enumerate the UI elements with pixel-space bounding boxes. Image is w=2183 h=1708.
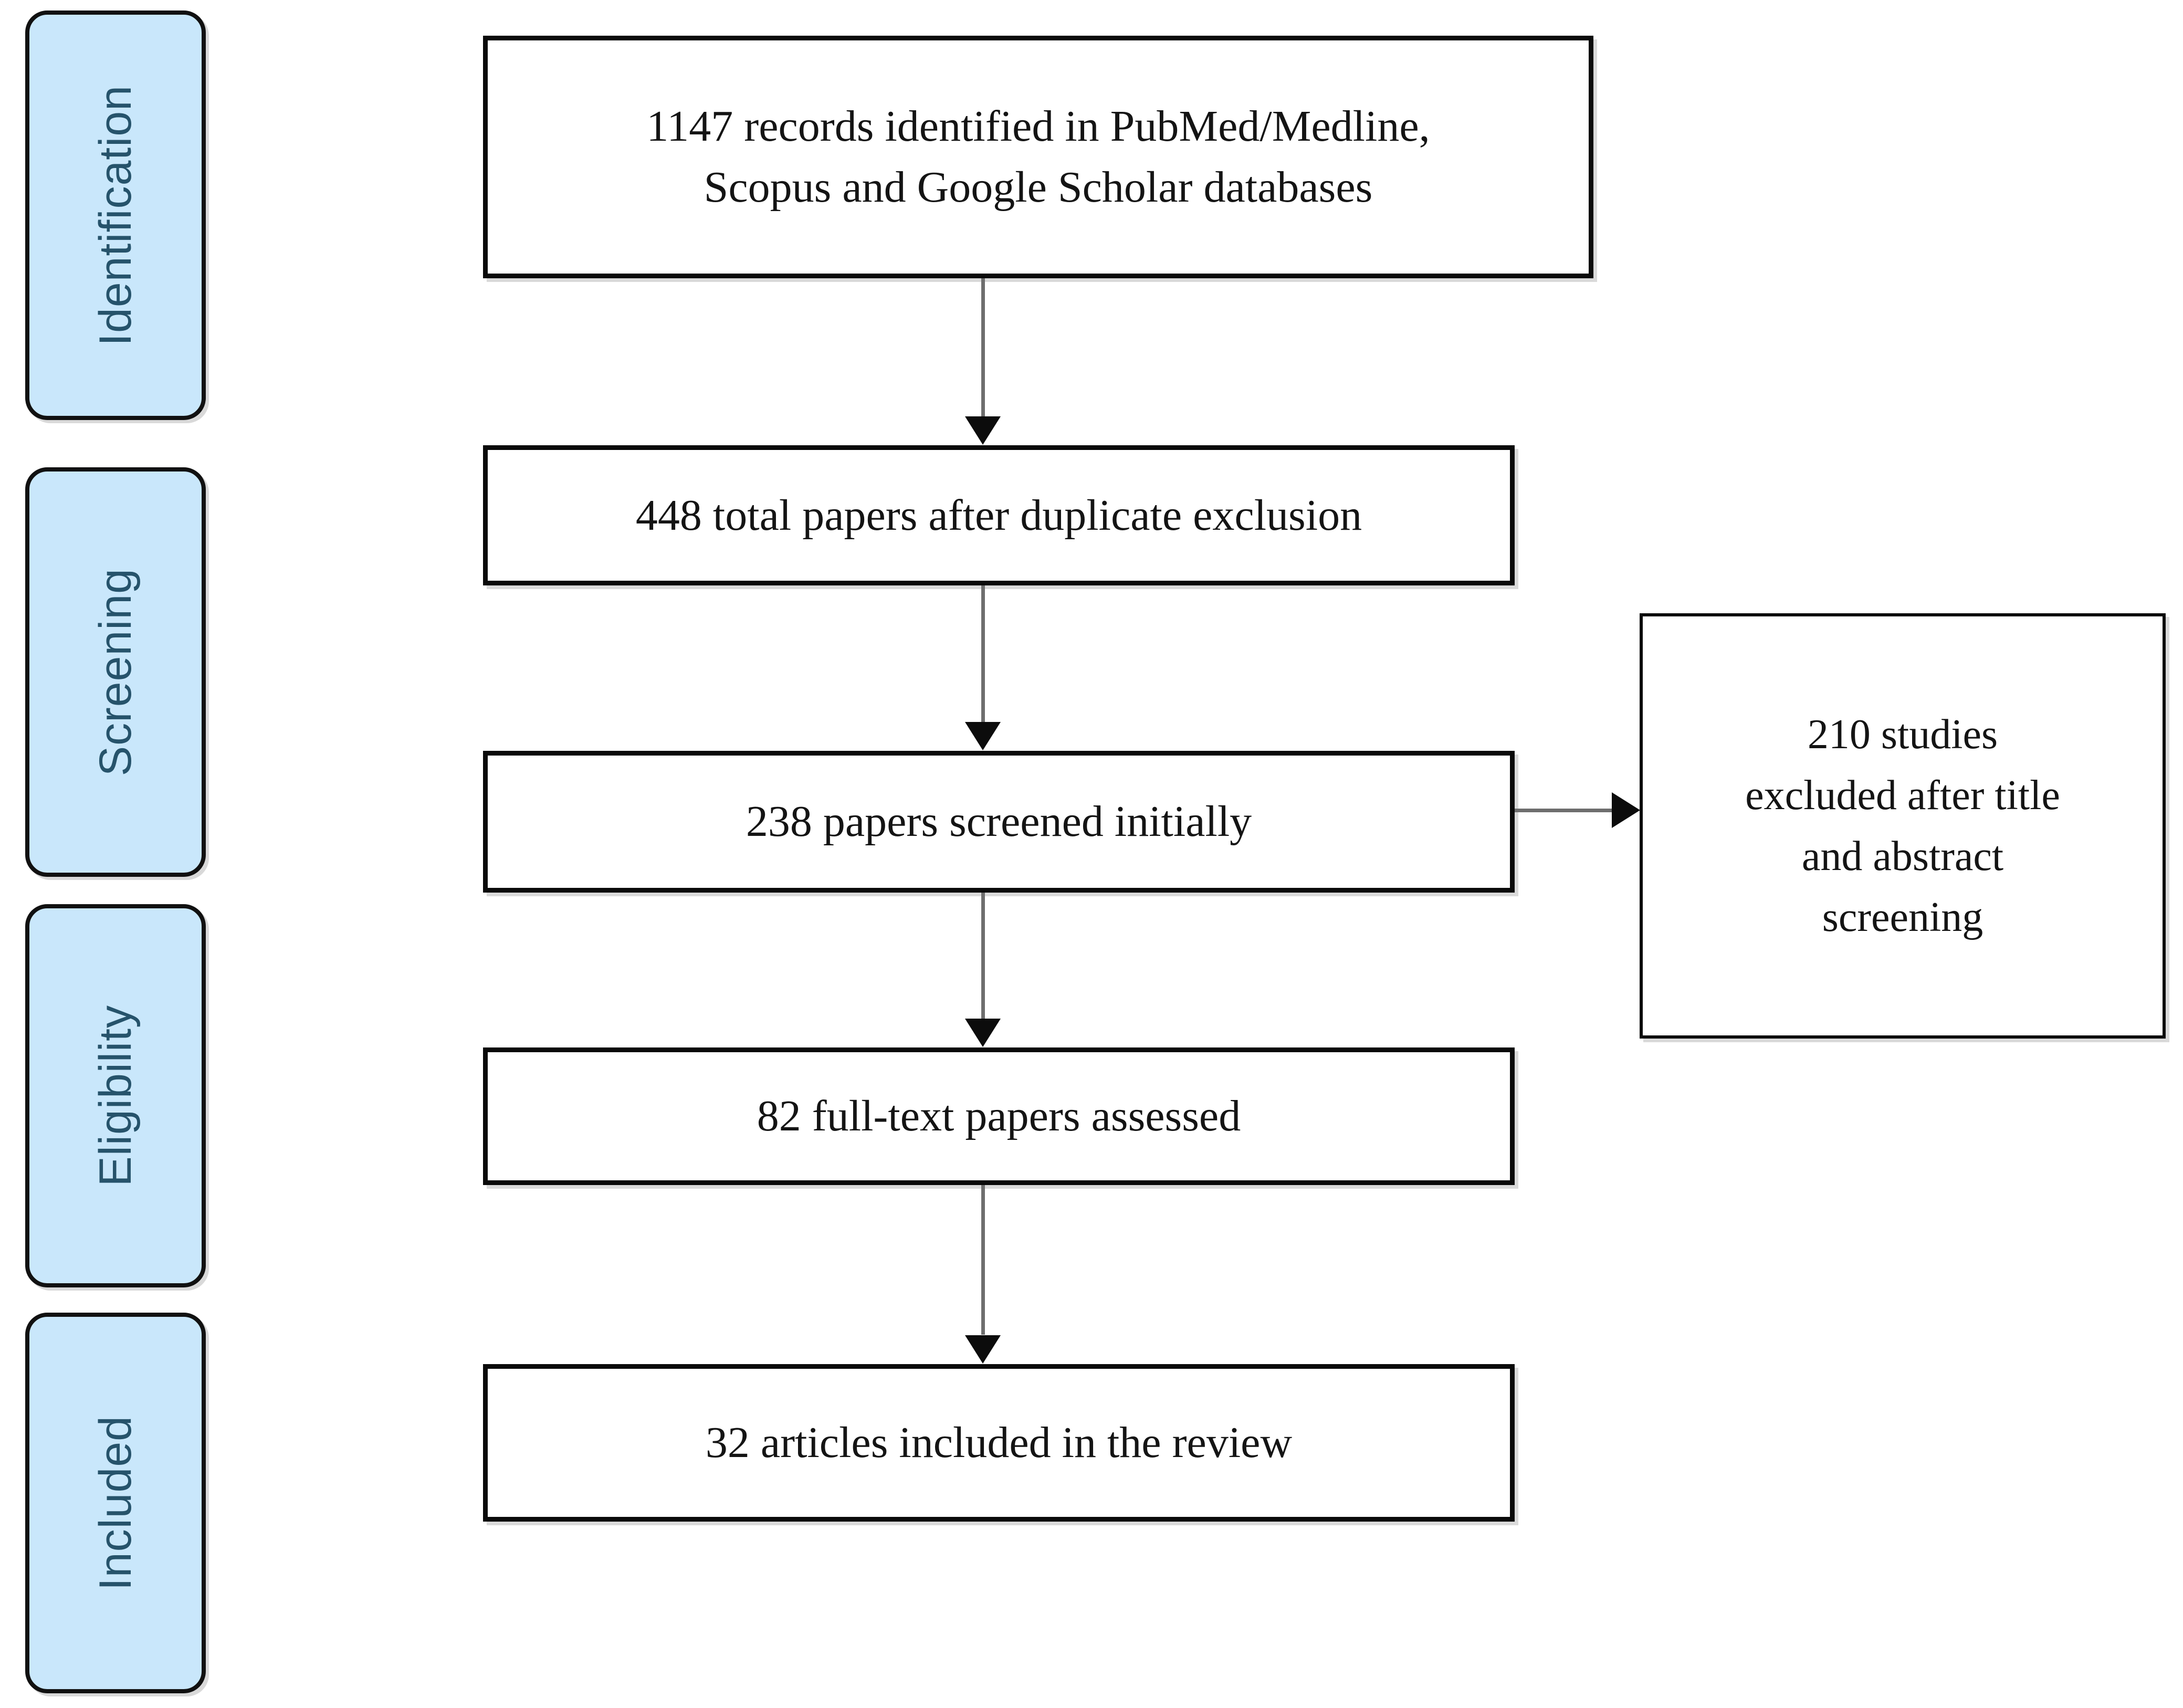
stage-box-screening: Screening xyxy=(25,467,206,877)
stage-box-identification: Identification xyxy=(25,11,206,420)
arrow-screened-to-fulltext-line xyxy=(981,893,985,1021)
box-excluded-title-abstract-text: 210 studies excluded after title and abs… xyxy=(1745,711,2060,940)
box-included-in-review: 32 articles included in the review xyxy=(483,1364,1515,1522)
arrow-screened-to-fulltext-head xyxy=(965,1019,1001,1047)
box-screened-initially: 238 papers screened initially xyxy=(483,751,1515,893)
stage-label-eligibility: Eligibility xyxy=(90,1005,141,1187)
box-after-duplicates: 448 total papers after duplicate exclusi… xyxy=(483,445,1515,585)
stage-label-identification: Identification xyxy=(90,85,141,346)
box-records-identified-text: 1147 records identified in PubMed/Medlin… xyxy=(646,102,1430,212)
arrow-duplicates-to-screened-line xyxy=(981,585,985,725)
arrow-fulltext-to-included-head xyxy=(965,1335,1001,1364)
box-screened-initially-text: 238 papers screened initially xyxy=(746,797,1252,846)
stage-label-screening: Screening xyxy=(90,568,141,777)
arrow-fulltext-to-included-line xyxy=(981,1185,985,1335)
arrow-screened-to-excluded-line xyxy=(1515,809,1617,812)
box-full-text-assessed: 82 full-text papers assessed xyxy=(483,1047,1515,1185)
arrow-identified-to-duplicates-head xyxy=(965,416,1001,445)
box-records-identified: 1147 records identified in PubMed/Medlin… xyxy=(483,36,1593,278)
box-full-text-assessed-text: 82 full-text papers assessed xyxy=(757,1092,1241,1141)
box-included-in-review-text: 32 articles included in the review xyxy=(705,1418,1293,1468)
box-after-duplicates-text: 448 total papers after duplicate exclusi… xyxy=(635,490,1362,540)
stage-box-eligibility: Eligibility xyxy=(25,904,206,1287)
arrow-duplicates-to-screened-head xyxy=(965,722,1001,750)
stage-label-included: Included xyxy=(90,1415,141,1591)
arrow-identified-to-duplicates-line xyxy=(981,278,985,419)
stage-box-included: Included xyxy=(25,1313,206,1693)
box-excluded-title-abstract: 210 studies excluded after title and abs… xyxy=(1640,613,2166,1039)
arrow-screened-to-excluded-head xyxy=(1612,792,1640,828)
